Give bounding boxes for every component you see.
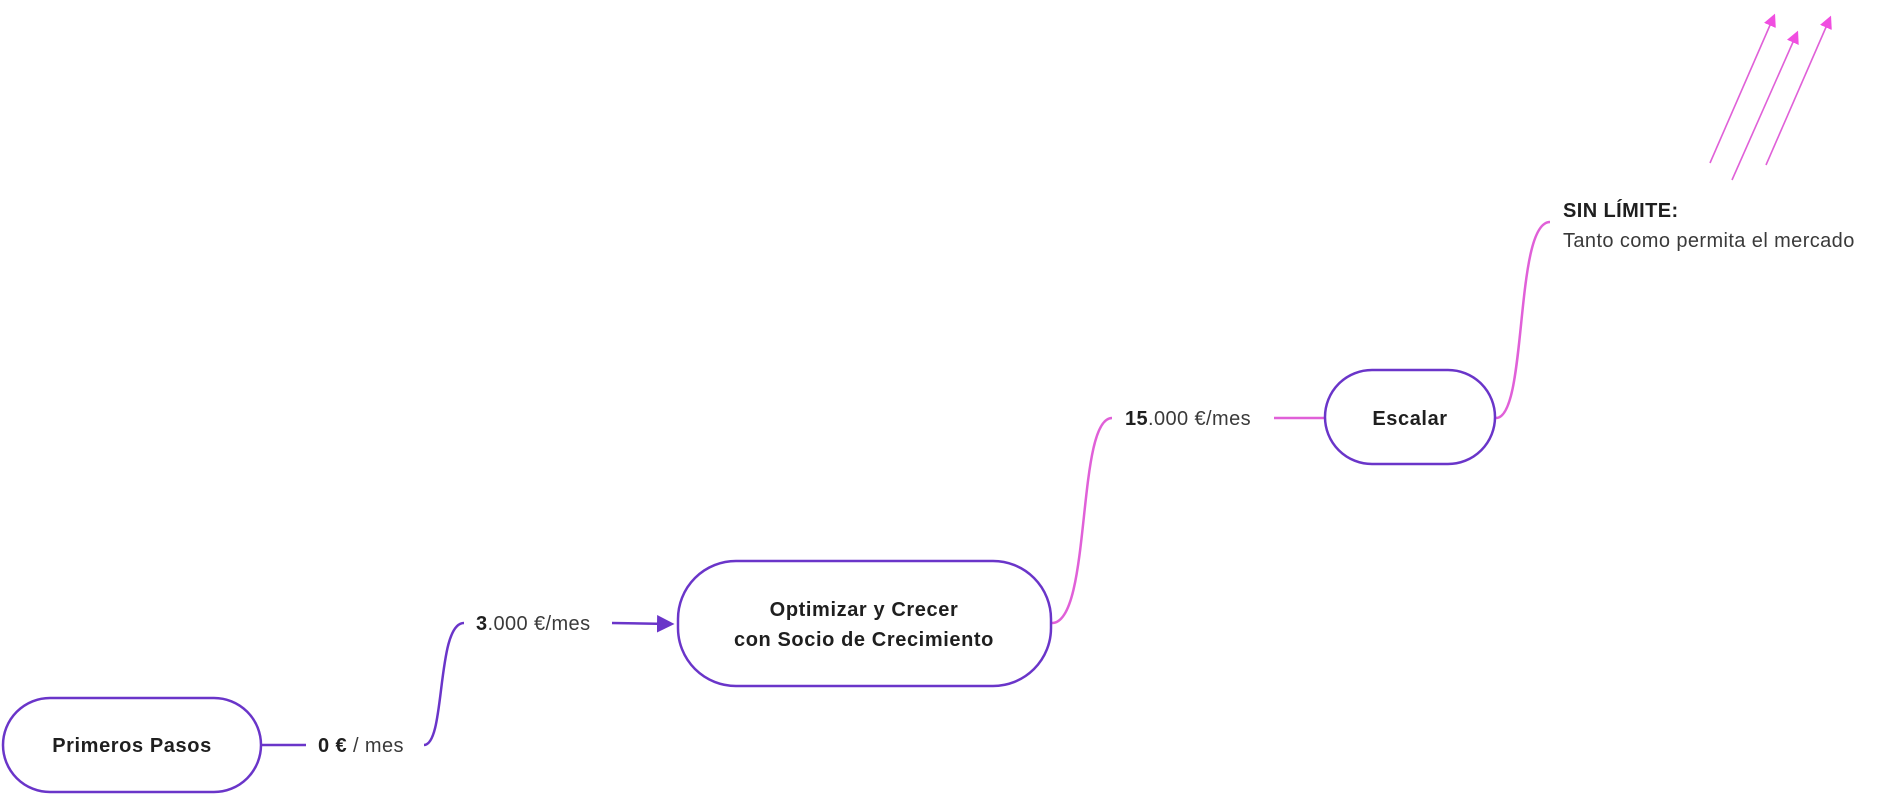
label-sin-limite-subtitle: Tanto como permita el mercado (1563, 230, 1855, 252)
label-fifteen-unit: .000 €/mes (1148, 408, 1251, 430)
label-sin-limite-title: SIN LÍMITE: (1563, 199, 1679, 222)
node-optimizar-label-line1: Optimizar y Crecer (770, 599, 959, 621)
growth-arrow-2 (1731, 30, 1799, 181)
label-zero-amount: 0 € (318, 735, 347, 757)
label-three-amount: 3 (476, 613, 488, 635)
growth-arrow-1 (1709, 13, 1776, 164)
label-zero-per-month: 0 € / mes (318, 735, 404, 757)
label-three-thousand-per-month: 3.000 €/mes (476, 613, 590, 635)
node-optimizar-crecer[interactable]: Optimizar y Crecer con Socio de Crecimie… (676, 559, 1053, 688)
node-primeros-pasos-label: Primeros Pasos (52, 735, 212, 757)
node-primeros-pasos[interactable]: Primeros Pasos (1, 696, 263, 794)
label-fifteen-thousand-per-month: 15.000 €/mes (1125, 408, 1251, 430)
label-fifteen-amount: 15 (1125, 408, 1148, 430)
connector-optimizar-to-fifteen (1051, 416, 1113, 625)
growth-arrow-3 (1765, 15, 1832, 166)
node-escalar-label: Escalar (1372, 408, 1447, 430)
label-zero-unit: / mes (347, 735, 404, 757)
arrow-three-to-optimizar (611, 615, 675, 633)
connector-zero-to-three (423, 621, 465, 747)
node-escalar[interactable]: Escalar (1323, 368, 1497, 466)
connector-escalar-to-sinlimite (1495, 220, 1551, 420)
node-optimizar-label-line2: con Socio de Crecimiento (734, 629, 994, 651)
label-three-unit: .000 €/mes (488, 613, 591, 635)
